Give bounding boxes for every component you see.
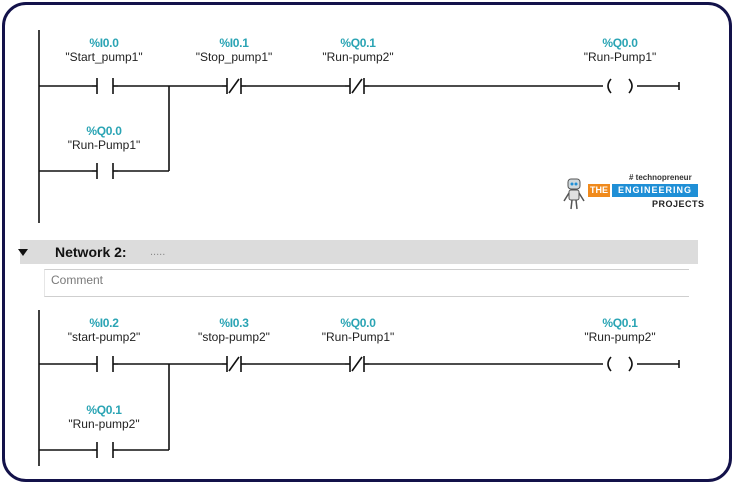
- coil-label-q0-1: %Q0.1 "Run-pump2": [584, 316, 655, 344]
- coil-q0-1[interactable]: [607, 356, 633, 372]
- contact-nc-i0-1[interactable]: [222, 78, 246, 94]
- contact-label-i0-2: %I0.2 "start-pump2": [68, 316, 141, 344]
- symbol-label: "Run-Pump1": [321, 330, 395, 344]
- address-label: %Q0.0: [602, 36, 638, 50]
- symbol-label: "Run-Pump1": [583, 50, 657, 64]
- contact-no-q0-0-branch[interactable]: [92, 163, 118, 179]
- watermark-engineering: ENGINEERING: [612, 184, 698, 197]
- collapse-triangle-icon[interactable]: [18, 249, 28, 256]
- watermark-the: THE: [588, 184, 610, 197]
- network-2-title-field[interactable]: .....: [150, 246, 166, 258]
- network-2-comment-field[interactable]: [44, 269, 689, 297]
- address-label: %Q0.0: [86, 124, 122, 138]
- network-2-header[interactable]: [20, 240, 698, 264]
- address-label: %I0.2: [89, 316, 119, 330]
- address-label: %I0.1: [219, 36, 249, 50]
- network-2-title: Network 2:: [55, 244, 127, 260]
- contact-label-i0-1: %I0.1 "Stop_pump1": [196, 36, 273, 64]
- address-label: %Q0.1: [602, 316, 638, 330]
- symbol-label: "Run-Pump1": [67, 138, 141, 152]
- address-label: %I0.3: [219, 316, 249, 330]
- contact-label-i0-3: %I0.3 "stop-pump2": [198, 316, 270, 344]
- symbol-label: "Run-pump2": [68, 417, 140, 431]
- address-label: %I0.0: [89, 36, 119, 50]
- contact-label-q0-0: %Q0.0 "Run-Pump1": [322, 316, 395, 344]
- watermark-tag: # technopreneur: [629, 173, 692, 182]
- symbol-label: "Start_pump1": [65, 50, 143, 64]
- contact-no-i0-0[interactable]: [92, 78, 118, 94]
- coil-label-q0-0: %Q0.0 "Run-Pump1": [584, 36, 657, 64]
- contact-no-q0-1-branch[interactable]: [92, 442, 118, 458]
- comment-placeholder: Comment: [51, 273, 104, 287]
- contact-label-q0-1: %Q0.1 "Run-pump2": [322, 36, 393, 64]
- symbol-label: "stop-pump2": [198, 330, 270, 344]
- robot-logo-icon: [563, 178, 585, 210]
- contact-no-i0-2[interactable]: [92, 356, 118, 372]
- symbol-label: "Run-pump2": [584, 330, 656, 344]
- contact-nc-i0-3[interactable]: [222, 356, 246, 372]
- contact-nc-q0-0[interactable]: [345, 356, 369, 372]
- address-label: %Q0.1: [340, 36, 376, 50]
- contact-label-i0-0: %I0.0 "Start_pump1": [65, 36, 142, 64]
- address-label: %Q0.0: [340, 316, 376, 330]
- watermark-projects: PROJECTS: [652, 199, 705, 209]
- address-label: %Q0.1: [86, 403, 122, 417]
- symbol-label: "Run-pump2": [322, 50, 394, 64]
- coil-q0-0[interactable]: [607, 78, 633, 94]
- branch-label-q0-1: %Q0.1 "Run-pump2": [68, 403, 139, 431]
- branch-label-q0-0: %Q0.0 "Run-Pump1": [68, 124, 141, 152]
- contact-nc-q0-1[interactable]: [345, 78, 369, 94]
- symbol-label: "Stop_pump1": [195, 50, 273, 64]
- symbol-label: "start-pump2": [67, 330, 141, 344]
